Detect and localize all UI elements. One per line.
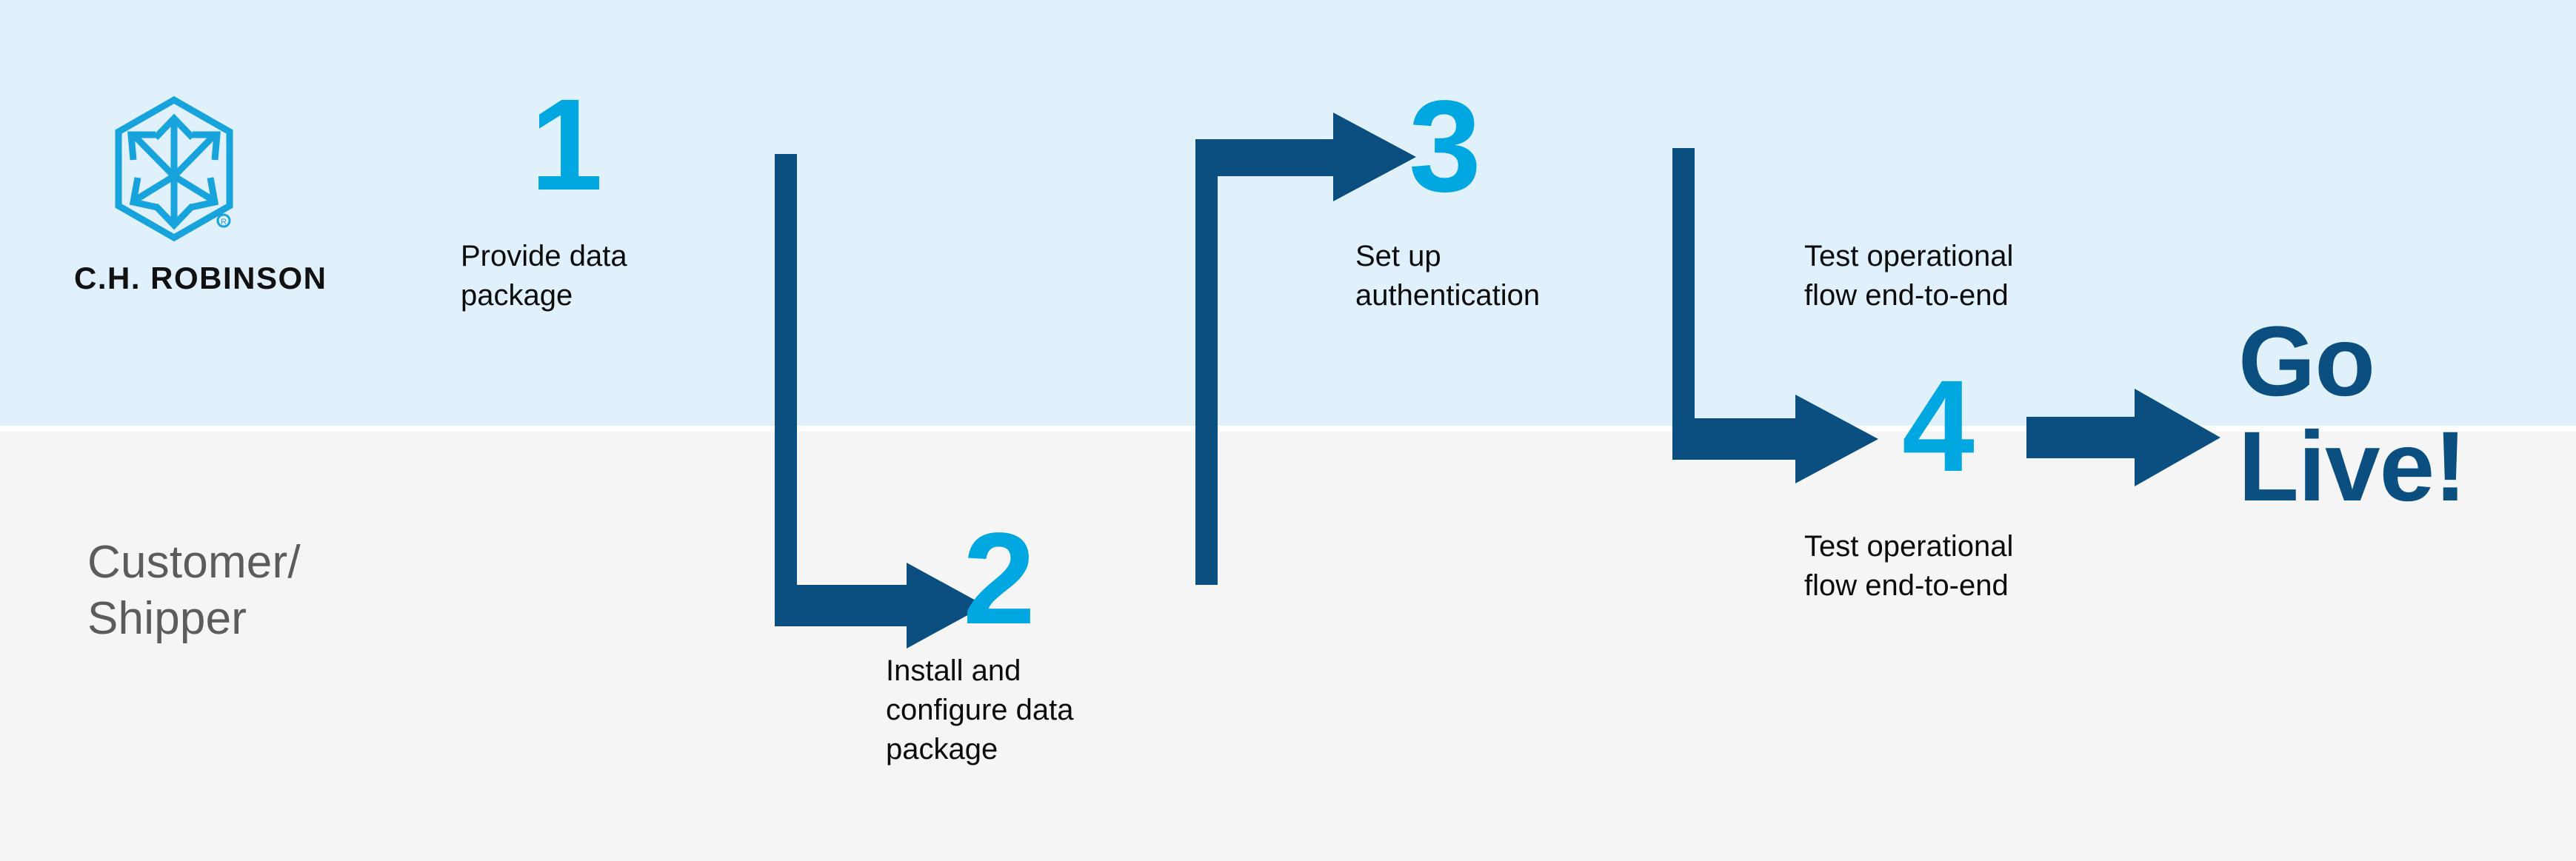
step-caption-3-line-2: authentication	[1355, 279, 1541, 312]
hexagon-arrows-icon: R	[115, 96, 233, 241]
lane-band-top	[0, 0, 2576, 426]
step-number-4: 4	[1902, 354, 1975, 499]
step-caption-2-line-3: package	[886, 733, 998, 766]
registered-trademark-icon: R	[216, 213, 231, 228]
step-caption-4: Test operational flow end-to-end	[1804, 527, 2013, 606]
step-caption-3: Set up authentication	[1355, 237, 1540, 315]
step-caption-2-line-2: configure data	[886, 694, 1074, 727]
connector-four-to-golive	[2026, 389, 2220, 486]
lane-band-bottom	[0, 432, 2576, 861]
logo-wordmark: C.H. ROBINSON	[74, 261, 327, 295]
lane-label-line-2: Shipper	[87, 592, 247, 644]
go-live-outcome: Go Live!	[2238, 306, 2467, 523]
step-caption-3b-line-1: Test operational	[1804, 240, 2014, 272]
step-caption-3-line-1: Set up	[1355, 240, 1441, 272]
connector-two-to-three	[1195, 113, 1416, 585]
ch-robinson-logo: R C.H. ROBINSON	[74, 96, 327, 296]
step-number-1: 1	[530, 73, 603, 218]
step-caption-4-line-1: Test operational	[1804, 530, 2014, 563]
go-live-line-1: Go	[2238, 306, 2375, 417]
step-caption-4-line-2: flow end-to-end	[1804, 569, 2009, 603]
step-caption-2: Install and configure data package	[886, 651, 1074, 770]
step-number-2: 2	[963, 506, 1035, 651]
go-live-line-2: Live!	[2238, 412, 2467, 523]
step-number-3: 3	[1409, 74, 1481, 219]
connector-three-to-four	[1527, 148, 1878, 483]
lane-label-line-1: Customer/	[87, 537, 301, 588]
step-caption-1: Provide data package	[461, 237, 627, 315]
connector-one-to-two	[630, 154, 985, 649]
lane-label-customer-shipper: Customer/ Shipper	[87, 535, 301, 646]
step-caption-1-line-2: package	[461, 279, 573, 312]
step-caption-1-line-1: Provide data	[461, 240, 627, 272]
step-caption-3b: Test operational flow end-to-end	[1804, 237, 2013, 315]
step-caption-3b-line-2: flow end-to-end	[1804, 279, 2009, 312]
svg-text:R: R	[221, 218, 227, 227]
step-caption-2-line-1: Install and	[886, 654, 1021, 687]
